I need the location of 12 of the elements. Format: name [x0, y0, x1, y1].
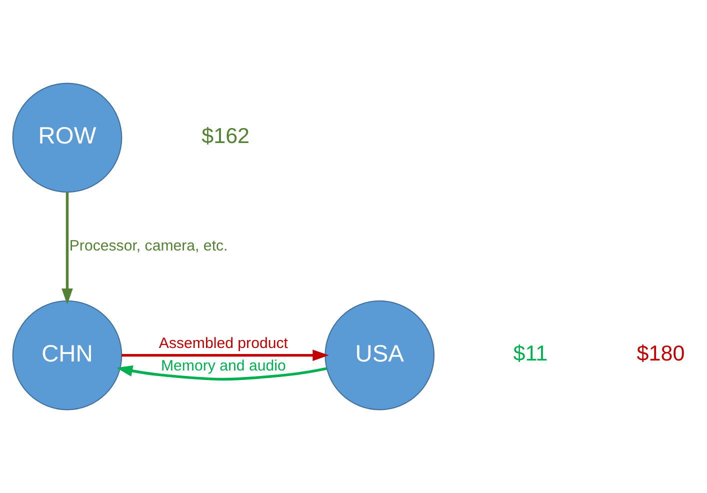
edge-label: Assembled product	[158, 334, 288, 352]
node-circle: CHN	[12, 300, 122, 410]
edge-label: Processor, camera, etc.	[69, 237, 228, 254]
label: $180	[636, 342, 685, 366]
arrow	[62, 192, 73, 305]
label: $11	[513, 342, 548, 366]
label: $162	[202, 124, 250, 148]
arrow	[116, 365, 327, 381]
arrow	[122, 350, 329, 361]
node-circle: ROW	[12, 82, 122, 193]
edge-label: Memory and audio	[160, 358, 286, 375]
node-circle: USA	[324, 300, 435, 410]
